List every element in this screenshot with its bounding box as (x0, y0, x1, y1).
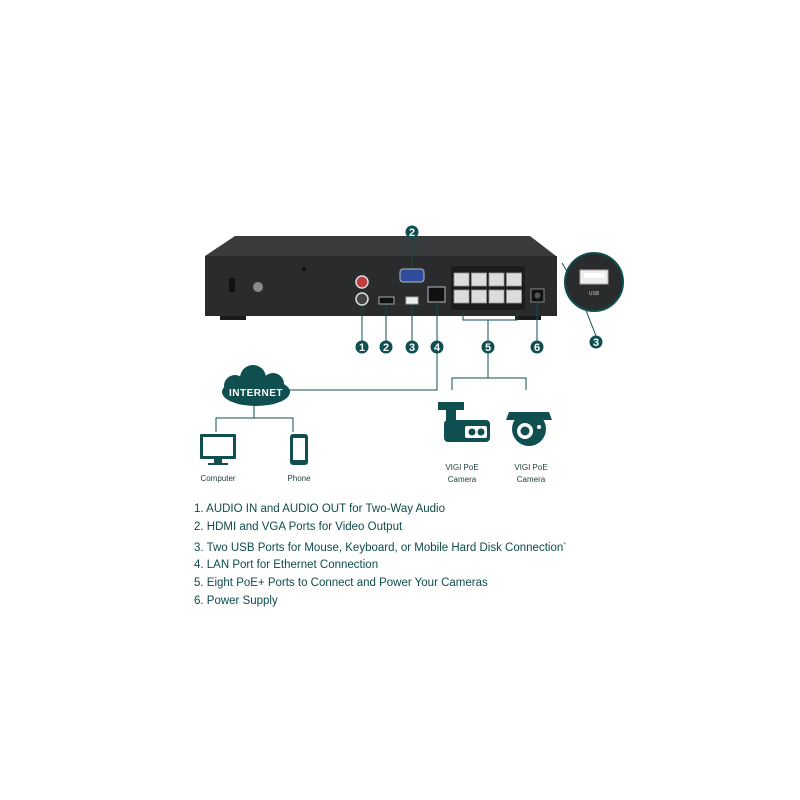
poe-port-5 (453, 289, 470, 304)
poe-ports (451, 266, 525, 310)
usb-zoom-label: USB (589, 291, 600, 297)
internet-label: INTERNET (229, 388, 283, 399)
callout-1: 1 (355, 340, 369, 354)
nvr-foot-left (220, 316, 246, 320)
callout-4: 4 (430, 340, 444, 354)
nvr-device (205, 236, 557, 320)
legend-item-5: 5. Eight PoE+ Ports to Connect and Power… (194, 577, 488, 590)
footnote-superscript: ⁴ (563, 541, 566, 548)
bullet-camera-icon: VIGI PoE Camera (438, 402, 490, 484)
audio-in-port (355, 275, 369, 289)
kensington-lock-icon (229, 278, 235, 292)
hdmi-port (378, 296, 395, 305)
lan-port (427, 286, 446, 303)
port-legend: 1. AUDIO IN and AUDIO OUT for Two-Way Au… (194, 501, 566, 611)
callout-6: 6 (530, 340, 544, 354)
computer-icon: Computer (200, 434, 236, 483)
legend-item-4: 4. LAN Port for Ethernet Connection (194, 559, 379, 572)
bullet-camera-label-2: Camera (448, 475, 477, 484)
poe-port-1 (453, 272, 470, 287)
svg-text:5: 5 (485, 342, 491, 354)
callout-5: 5 (481, 340, 495, 354)
nvr-top-face (205, 236, 556, 256)
usb-zoom: USB (564, 252, 624, 312)
legend-item-1: 1. AUDIO IN and AUDIO OUT for Two-Way Au… (194, 503, 445, 515)
audio-out-port (355, 292, 369, 306)
poe-port-2 (471, 272, 487, 287)
turret-camera-label-2: Camera (517, 475, 546, 484)
callout-badges: 2 1 2 3 4 5 6 3 (355, 225, 603, 354)
callout-3: 3 (405, 340, 419, 354)
svg-text:4: 4 (434, 342, 441, 354)
nvr-foot-right (515, 316, 541, 320)
internet-cloud-icon: INTERNET (222, 365, 290, 406)
ground-screw-icon (253, 282, 263, 292)
svg-text:3: 3 (409, 342, 415, 354)
poe-port-4 (506, 272, 522, 287)
callout-2-top: 2 (405, 225, 419, 239)
svg-text:1: 1 (359, 342, 365, 354)
phone-label: Phone (287, 474, 311, 483)
vga-port (399, 268, 425, 283)
screw-icon (302, 267, 306, 271)
poe-port-7 (488, 289, 505, 304)
poe-port-6 (471, 289, 487, 304)
svg-text:6: 6 (534, 342, 540, 354)
svg-text:2: 2 (383, 342, 389, 354)
legend-item-3: 3. Two USB Ports for Mouse, Keyboard, or… (194, 541, 566, 554)
poe-port-8 (506, 289, 522, 304)
callout-2: 2 (379, 340, 393, 354)
turret-camera-label-1: VIGI PoE (514, 463, 547, 472)
legend-item-6: 6. Power Supply (194, 594, 278, 607)
legend-item-2: 2. HDMI and VGA Ports for Video Output (194, 520, 403, 533)
usb-port (405, 296, 419, 305)
phone-icon: Phone (287, 434, 311, 483)
bullet-camera-label-1: VIGI PoE (445, 463, 478, 472)
poe-port-3 (488, 272, 505, 287)
svg-text:3: 3 (593, 337, 599, 349)
svg-text:2: 2 (409, 227, 415, 239)
callout-3-zoom: 3 (589, 335, 603, 349)
computer-label: Computer (200, 474, 235, 483)
turret-camera-icon: VIGI PoE Camera (506, 412, 552, 484)
